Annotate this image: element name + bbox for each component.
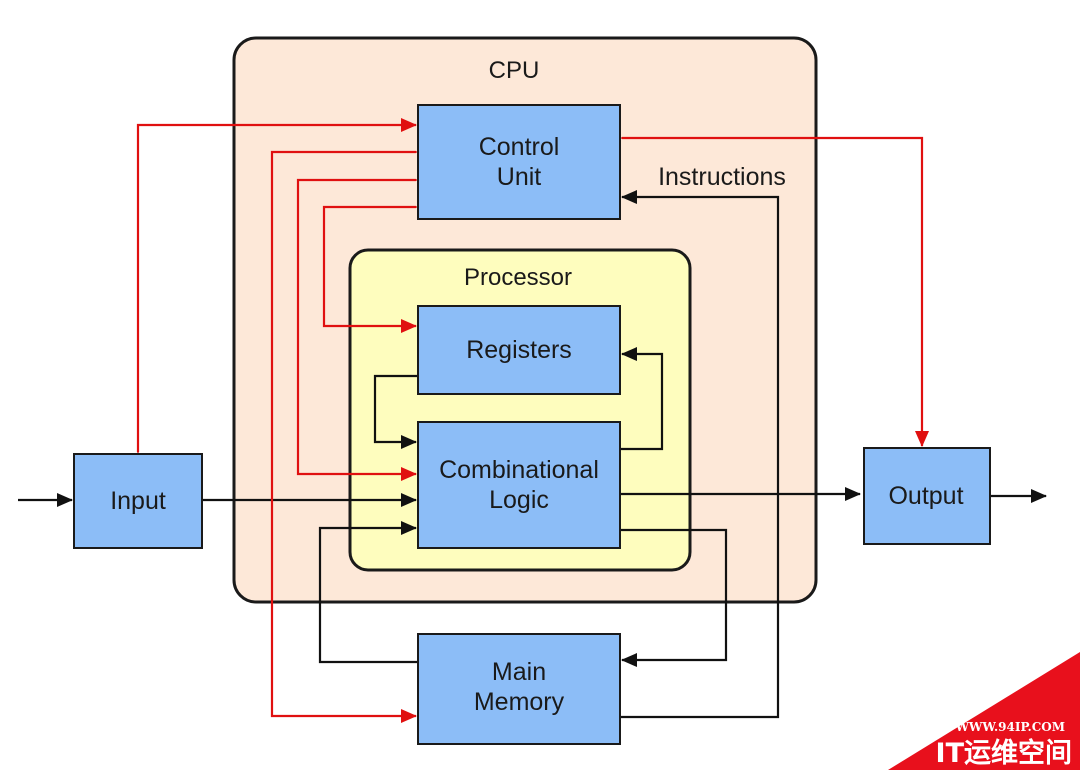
instructions-edge-label: Instructions [658, 163, 786, 191]
main-memory-label-line2: Memory [474, 688, 565, 716]
main-memory-label-line1: Main [492, 658, 546, 686]
registers-box [417, 305, 621, 395]
registers-block: Registers [417, 305, 621, 395]
output-box [863, 447, 991, 545]
registers-label: Registers [466, 336, 572, 364]
input-block: Input [73, 453, 203, 549]
registers-control-arrow [322, 200, 431, 333]
input-box [73, 453, 203, 549]
watermark-url: WWW.94IP.COM [954, 720, 1065, 734]
input-label: Input [110, 487, 166, 515]
control-connectors [131, 118, 929, 723]
watermark-corner-shape [888, 652, 1080, 770]
memory-to-logic-arrow [318, 521, 418, 664]
combinational-logic-block: Combinational Logic [417, 421, 621, 549]
memory-control-arrow [270, 145, 431, 723]
output-label: Output [888, 482, 963, 510]
cpu-label: CPU [489, 57, 540, 84]
combinational-logic-label-line2: Logic [489, 486, 549, 514]
control-unit-box [417, 104, 621, 220]
combinational-logic-label-line1: Combinational [439, 456, 599, 484]
processor-label: Processor [464, 264, 572, 291]
control-unit-label-line2: Unit [497, 163, 542, 191]
output-block: Output [863, 447, 991, 545]
watermark-name: IT运维空间 [936, 737, 1072, 769]
output-control-arrow [607, 131, 929, 447]
main-memory-block: Main Memory [417, 633, 621, 745]
logic-control-arrow [296, 173, 431, 481]
control-unit-label-line1: Control [479, 133, 560, 161]
watermark: WWW.94IP.COM IT运维空间 [888, 652, 1080, 770]
main-memory-box [417, 633, 621, 745]
control-unit-block: Control Unit [417, 104, 621, 220]
combinational-logic-box [417, 421, 621, 549]
input-control-arrow [131, 118, 417, 467]
logic-to-memory-arrow [620, 528, 728, 667]
